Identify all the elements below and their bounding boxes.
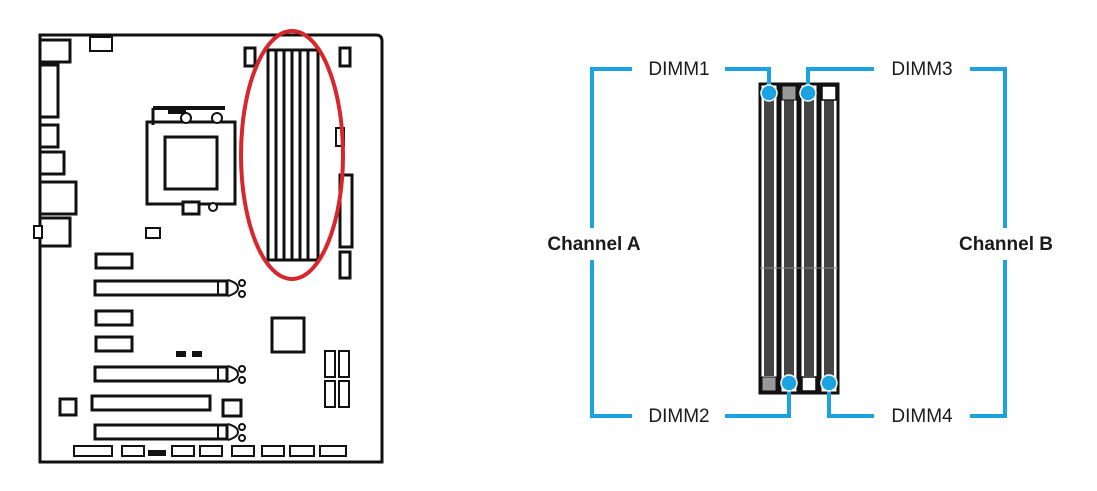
dimm2-connector [725, 384, 791, 418]
dimm1-label: DIMM1 [648, 59, 709, 80]
cmos-battery [58, 397, 78, 417]
detail-slots [758, 82, 840, 395]
motherboard [33, 29, 384, 464]
dimm2-label: DIMM2 [648, 406, 709, 427]
usb-header [338, 250, 352, 280]
smd-1 [176, 351, 186, 357]
dimm3-marker [799, 84, 817, 102]
debug-led [221, 398, 243, 418]
channel-a-bracket [590, 67, 632, 418]
fan-header [338, 46, 352, 68]
small-chip [145, 227, 161, 239]
m2-slot-2 [94, 309, 134, 327]
m2-slot-1 [94, 252, 134, 270]
channel-b-bracket [970, 67, 1007, 418]
pcie-slots [90, 279, 229, 441]
pcie-latches [227, 279, 246, 442]
dimm-detail: DIMM1 DIMM2 DIMM3 DIMM4 Channel A Channe… [547, 59, 1053, 427]
channel-b-label: Channel B [959, 234, 1053, 255]
dimm4-marker [820, 374, 838, 392]
rear-io-ports [33, 36, 113, 248]
dimm3-label: DIMM3 [891, 59, 952, 80]
smd-2 [192, 351, 202, 357]
m2-slot-3 [94, 335, 134, 353]
dimm4-label: DIMM4 [891, 406, 953, 427]
dimm-highlight-ellipse [239, 29, 345, 281]
chipset [270, 316, 306, 354]
bottom-headers [73, 445, 347, 457]
sata-ports [324, 350, 350, 408]
dimm4-connector [827, 384, 874, 418]
atx-power-connector [338, 173, 354, 249]
power-header [243, 46, 257, 68]
cpu-socket [145, 106, 237, 216]
dimm1-marker [760, 84, 778, 102]
dimm2-marker [780, 374, 798, 392]
board-dimm-slots [266, 48, 320, 262]
channel-a-label: Channel A [547, 234, 641, 255]
